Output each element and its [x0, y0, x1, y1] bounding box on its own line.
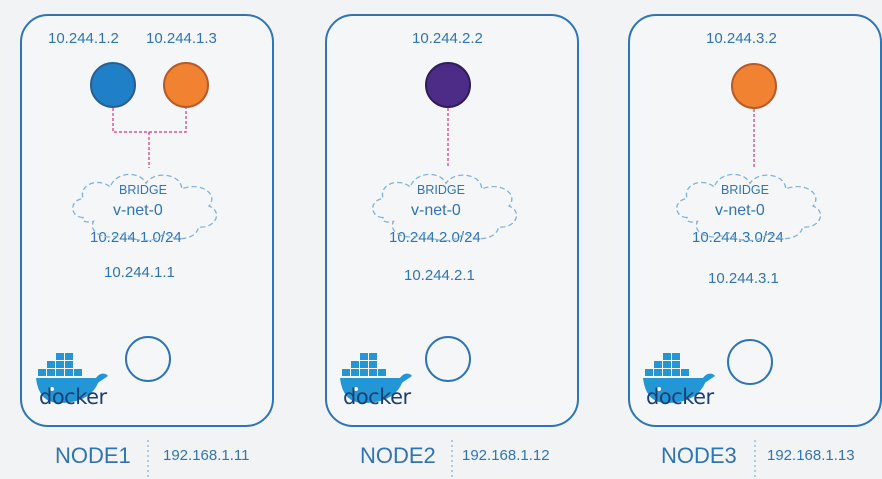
node1-pod-links — [112, 108, 187, 168]
node2-docker-icon — [340, 353, 412, 403]
node3-label: NODE3 — [661, 443, 737, 468]
node-ip-separators — [147, 440, 756, 479]
node1-ip: 192.168.1.11 — [163, 447, 250, 464]
node2-docker0-interface[interactable] — [425, 336, 471, 382]
node2-pod1[interactable] — [425, 62, 471, 108]
node3-bridge-cloud[interactable] — [676, 173, 822, 242]
node3-gateway-ip: 10.244.3.1 — [708, 270, 779, 287]
node3-pod1-ip: 10.244.3.2 — [706, 30, 777, 47]
node1-pod2-ip: 10.244.1.3 — [146, 30, 217, 47]
node2-ip: 192.168.1.12 — [462, 447, 550, 464]
node2-docker-wordmark: docker — [343, 385, 411, 409]
node1-bridge-name: v-net-0 — [113, 202, 163, 219]
node1-gateway-ip: 10.244.1.1 — [104, 264, 175, 281]
node2-label: NODE2 — [360, 443, 436, 468]
node1-label: NODE1 — [55, 443, 131, 468]
node3-docker0-interface[interactable] — [727, 339, 773, 385]
node3-subnet: 10.244.3.0/24 — [692, 229, 784, 246]
node1-pod1[interactable] — [90, 62, 136, 108]
node3-bridge-label: BRIDGE — [721, 183, 769, 197]
node2-subnet: 10.244.2.0/24 — [389, 229, 481, 246]
node1-docker-icon — [36, 353, 108, 403]
node2-gateway-ip: 10.244.2.1 — [404, 267, 475, 284]
node2-bridge-name: v-net-0 — [411, 202, 461, 219]
node3-docker-wordmark: docker — [646, 385, 714, 409]
node3-ip: 192.168.1.13 — [767, 447, 855, 464]
node1-docker0-interface[interactable] — [125, 336, 171, 382]
node1-pod1-ip: 10.244.1.2 — [48, 30, 119, 47]
node1-pod2[interactable] — [163, 62, 209, 108]
node1-subnet: 10.244.1.0/24 — [90, 229, 182, 246]
node1-docker-wordmark: docker — [39, 385, 107, 409]
node1-bridge-cloud[interactable] — [72, 173, 218, 242]
node3-pod1[interactable] — [731, 63, 777, 109]
node2-pod1-ip: 10.244.2.2 — [412, 30, 483, 47]
node1-bridge-label: BRIDGE — [119, 183, 167, 197]
node3-docker-icon — [643, 353, 715, 403]
node3-bridge-name: v-net-0 — [715, 202, 765, 219]
node2-bridge-label: BRIDGE — [417, 183, 465, 197]
node2-bridge-cloud[interactable] — [372, 173, 518, 242]
